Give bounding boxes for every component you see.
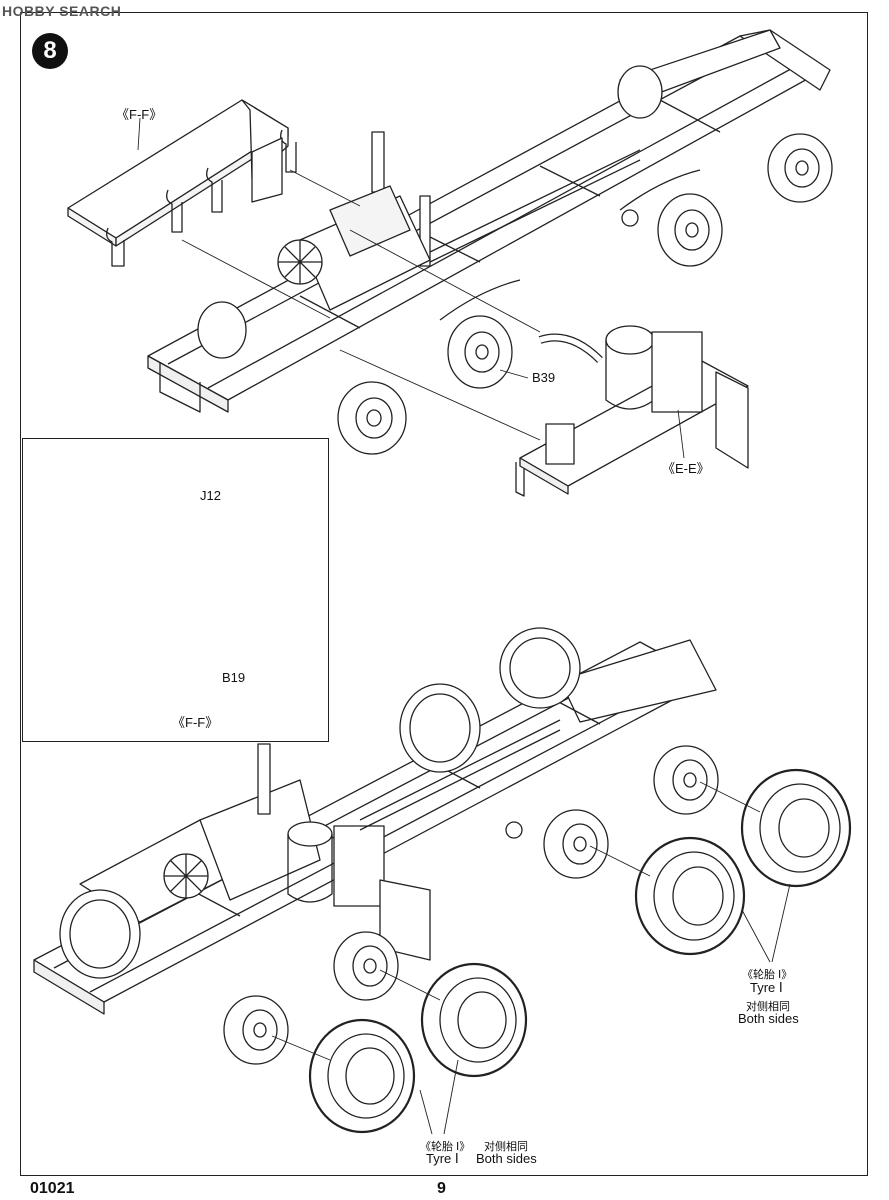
b19-part-label: B19 xyxy=(222,670,246,685)
kit-code: 01021 xyxy=(30,1180,75,1197)
ff-platform-part xyxy=(67,99,297,267)
right-both-sides-cn: 对侧相同 xyxy=(746,1001,790,1013)
ee-part-label: 《E-E》 xyxy=(662,461,710,476)
top-chassis-frame xyxy=(147,29,831,413)
left-both-sides-cn: 对侧相同 xyxy=(484,1141,528,1153)
page-border xyxy=(20,12,868,1176)
inset-ff-label: 《F-F》 xyxy=(172,715,219,730)
top-wheel-rims xyxy=(197,65,833,455)
left-both-sides-en: Both sides xyxy=(476,1151,537,1166)
j12-part-label: J12 xyxy=(200,488,221,503)
loose-tyres-front xyxy=(308,962,528,1134)
bottom-leader-lines xyxy=(271,781,791,1135)
loose-tyres-rear xyxy=(634,768,852,956)
ff-subassembly-inset xyxy=(22,438,329,742)
left-tyre-en-label: Tyre Ⅰ xyxy=(426,1151,459,1166)
bottom-wheel-rims xyxy=(223,745,719,1065)
page-number: 9 xyxy=(437,1180,446,1197)
right-tyre-cn-label: 《轮胎 Ⅰ》 xyxy=(742,969,793,981)
top-leader-lines xyxy=(137,117,685,459)
watermark: HOBBY SEARCH xyxy=(2,3,122,19)
b39-part-label: B39 xyxy=(532,370,556,385)
right-both-sides-en: Both sides xyxy=(738,1011,799,1026)
bottom-chassis-frame xyxy=(33,639,717,1015)
ff-part-label: 《F-F》 xyxy=(116,107,163,122)
step-number-badge: 8 xyxy=(32,33,68,69)
left-tyre-cn-label: 《轮胎 Ⅰ》 xyxy=(420,1141,471,1153)
installed-tyres xyxy=(59,627,581,979)
right-tyre-en-label: Tyre Ⅰ xyxy=(750,980,783,995)
ee-platform-part xyxy=(515,325,749,497)
